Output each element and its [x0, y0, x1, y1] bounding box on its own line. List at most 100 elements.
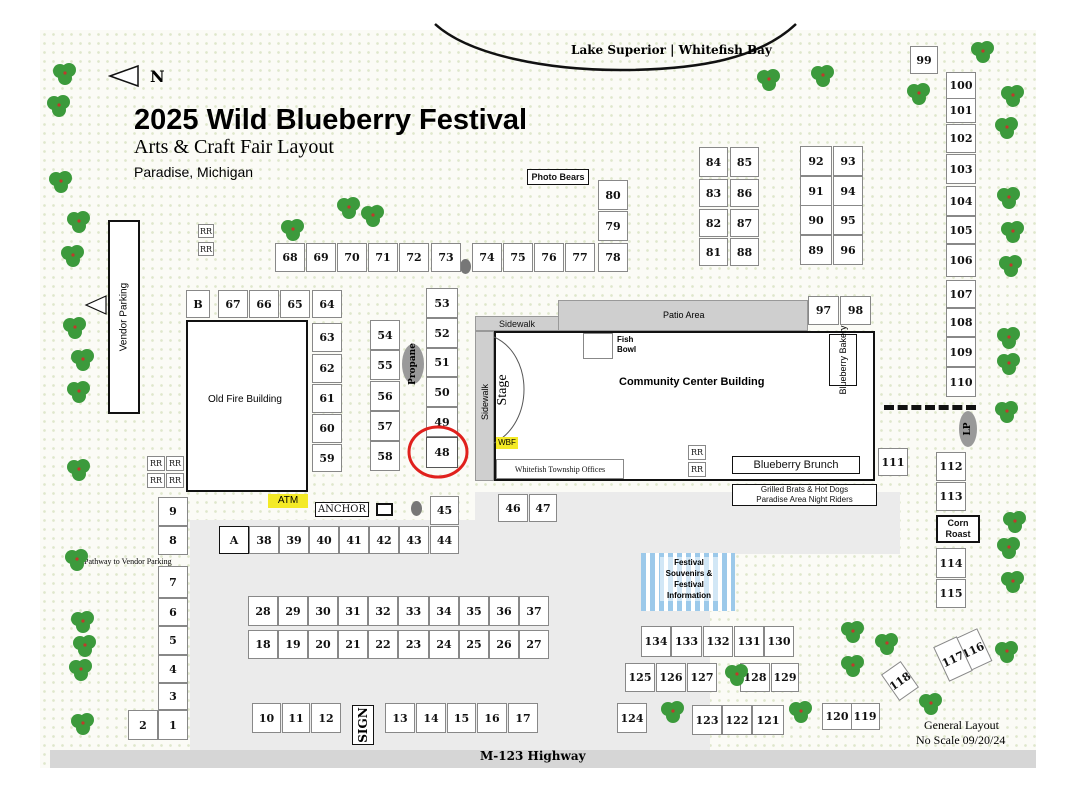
- booth-19[interactable]: 19: [278, 630, 308, 659]
- booth-32[interactable]: 32: [368, 596, 398, 626]
- booth-69[interactable]: 69: [306, 243, 336, 272]
- booth-1[interactable]: 1: [158, 710, 188, 740]
- booth-24[interactable]: 24: [429, 630, 459, 659]
- booth-51[interactable]: 51: [426, 348, 458, 377]
- booth-58[interactable]: 58: [370, 441, 400, 471]
- booth-107[interactable]: 107: [946, 280, 976, 308]
- booth-53[interactable]: 53: [426, 288, 458, 318]
- booth-67[interactable]: 67: [218, 290, 248, 318]
- booth-95[interactable]: 95: [833, 205, 863, 235]
- booth-9[interactable]: 9: [158, 497, 188, 526]
- booth-132[interactable]: 132: [703, 626, 733, 657]
- booth-121[interactable]: 121: [752, 705, 784, 735]
- booth-70[interactable]: 70: [337, 243, 367, 272]
- booth-120[interactable]: 120: [822, 703, 852, 730]
- booth-129[interactable]: 129: [771, 663, 799, 692]
- booth-115[interactable]: 115: [936, 579, 966, 608]
- booth-5[interactable]: 5: [158, 626, 188, 655]
- booth-64[interactable]: 64: [312, 290, 342, 318]
- booth-14[interactable]: 14: [416, 703, 446, 733]
- booth-68[interactable]: 68: [275, 243, 305, 272]
- booth-37[interactable]: 37: [519, 596, 549, 626]
- booth-8[interactable]: 8: [158, 526, 188, 555]
- booth-55[interactable]: 55: [370, 350, 400, 380]
- booth-35[interactable]: 35: [459, 596, 489, 626]
- booth-91[interactable]: 91: [800, 176, 832, 206]
- booth-130[interactable]: 130: [764, 626, 794, 657]
- booth-101[interactable]: 101: [946, 98, 976, 123]
- booth-31[interactable]: 31: [338, 596, 368, 626]
- booth-73[interactable]: 73: [431, 243, 461, 272]
- booth-63[interactable]: 63: [312, 323, 342, 352]
- booth-26[interactable]: 26: [489, 630, 519, 659]
- booth-110[interactable]: 110: [946, 367, 976, 397]
- booth-97[interactable]: 97: [808, 296, 839, 325]
- booth-125[interactable]: 125: [625, 663, 655, 692]
- booth-104[interactable]: 104: [946, 186, 976, 216]
- booth-43[interactable]: 43: [399, 526, 429, 554]
- booth-134[interactable]: 134: [641, 626, 671, 657]
- booth-105[interactable]: 105: [946, 216, 976, 244]
- booth-87[interactable]: 87: [730, 209, 759, 237]
- booth-49[interactable]: 49: [426, 407, 458, 437]
- booth-40[interactable]: 40: [309, 526, 339, 554]
- booth-b[interactable]: B: [186, 290, 210, 318]
- booth-113[interactable]: 113: [936, 482, 966, 511]
- booth-20[interactable]: 20: [308, 630, 338, 659]
- booth-54[interactable]: 54: [370, 320, 400, 350]
- booth-102[interactable]: 102: [946, 124, 976, 153]
- booth-94[interactable]: 94: [833, 176, 863, 206]
- booth-30[interactable]: 30: [308, 596, 338, 626]
- booth-28[interactable]: 28: [248, 596, 278, 626]
- booth-92[interactable]: 92: [800, 146, 832, 176]
- booth-4[interactable]: 4: [158, 655, 188, 683]
- booth-23[interactable]: 23: [398, 630, 429, 659]
- booth-82[interactable]: 82: [699, 209, 728, 237]
- booth-17[interactable]: 17: [508, 703, 538, 733]
- booth-3[interactable]: 3: [158, 683, 188, 710]
- booth-86[interactable]: 86: [730, 179, 759, 207]
- booth-56[interactable]: 56: [370, 381, 400, 411]
- booth-33[interactable]: 33: [398, 596, 429, 626]
- booth-123[interactable]: 123: [692, 705, 722, 735]
- booth-27[interactable]: 27: [519, 630, 549, 659]
- booth-22[interactable]: 22: [368, 630, 398, 659]
- booth-62[interactable]: 62: [312, 354, 342, 383]
- booth-47[interactable]: 47: [529, 494, 557, 522]
- booth-79[interactable]: 79: [598, 211, 628, 241]
- booth-72[interactable]: 72: [399, 243, 429, 272]
- booth-48[interactable]: 48: [426, 437, 458, 468]
- booth-61[interactable]: 61: [312, 384, 342, 413]
- booth-41[interactable]: 41: [339, 526, 369, 554]
- booth-21[interactable]: 21: [338, 630, 368, 659]
- booth-127[interactable]: 127: [687, 663, 717, 692]
- booth-60[interactable]: 60: [312, 414, 342, 443]
- booth-131[interactable]: 131: [734, 626, 764, 657]
- booth-7[interactable]: 7: [158, 566, 188, 598]
- booth-11[interactable]: 11: [282, 703, 310, 733]
- booth-59[interactable]: 59: [312, 444, 342, 472]
- booth-a[interactable]: A: [219, 526, 249, 554]
- booth-80[interactable]: 80: [598, 180, 628, 210]
- booth-111[interactable]: 111: [878, 448, 908, 476]
- booth-76[interactable]: 76: [534, 243, 564, 272]
- booth-119[interactable]: 119: [850, 703, 880, 730]
- booth-42[interactable]: 42: [369, 526, 399, 554]
- booth-45[interactable]: 45: [430, 496, 459, 525]
- booth-90[interactable]: 90: [800, 205, 832, 235]
- booth-15[interactable]: 15: [447, 703, 476, 733]
- booth-109[interactable]: 109: [946, 337, 976, 367]
- booth-108[interactable]: 108: [946, 308, 976, 337]
- booth-66[interactable]: 66: [249, 290, 279, 318]
- booth-38[interactable]: 38: [249, 526, 279, 554]
- booth-13[interactable]: 13: [385, 703, 415, 733]
- booth-112[interactable]: 112: [936, 452, 966, 481]
- booth-103[interactable]: 103: [946, 154, 976, 184]
- booth-6[interactable]: 6: [158, 598, 188, 626]
- booth-78[interactable]: 78: [598, 243, 628, 272]
- booth-99[interactable]: 99: [910, 46, 938, 74]
- booth-133[interactable]: 133: [671, 626, 702, 657]
- booth-18[interactable]: 18: [248, 630, 278, 659]
- booth-89[interactable]: 89: [800, 235, 832, 265]
- booth-25[interactable]: 25: [459, 630, 489, 659]
